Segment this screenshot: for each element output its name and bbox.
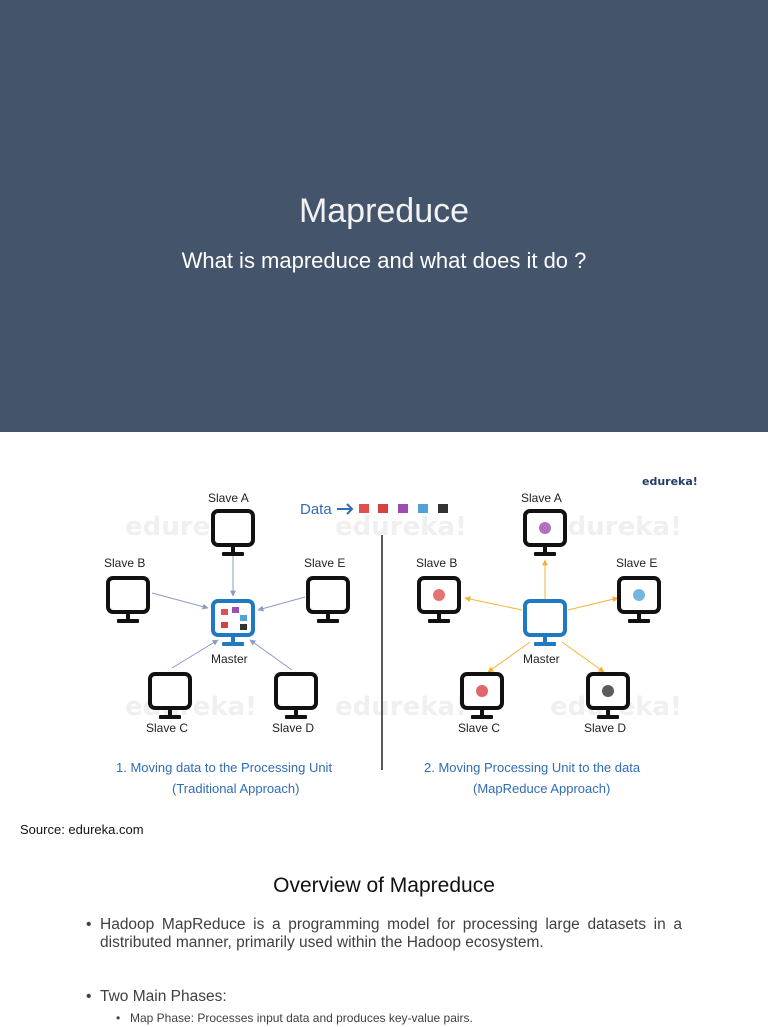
overview-title: Overview of Mapreduce [273, 874, 495, 897]
slide-title: Mapreduce [298, 192, 470, 230]
left-caption-line1: 1. Moving data to the Processing Unit [116, 760, 332, 775]
slave-c-label: Slave C [458, 721, 500, 735]
left-caption-line2: (Traditional Approach) [172, 781, 299, 796]
right-caption-line2: (MapReduce Approach) [473, 781, 610, 796]
master-monitor-icon [523, 599, 567, 648]
slave-d-label: Slave D [584, 721, 626, 735]
slave-processing-icons [433, 522, 645, 697]
slave-b-monitor-icon [106, 576, 150, 625]
sub-bullet-map-phase: Map Phase: Processes input data and prod… [86, 1009, 682, 1027]
slave-d-monitor-icon [274, 672, 318, 721]
slide-subtitle: What is mapreduce and what does it do ? [181, 248, 587, 273]
slave-c-label: Slave C [146, 721, 188, 735]
master-label: Master [523, 652, 560, 666]
source-credit: Source: edureka.com [20, 822, 144, 837]
watermark: edureka! [335, 512, 467, 542]
slave-b-label: Slave B [416, 556, 457, 570]
diagram-svg: edureka! edureka! edureka! edureka! edur… [104, 475, 698, 796]
data-label: Data [300, 501, 332, 518]
title-slide: Mapreduce What is mapreduce and what doe… [0, 0, 768, 432]
overview-bullets: Hadoop MapReduce is a programming model … [86, 916, 682, 1027]
slave-e-label: Slave E [304, 556, 345, 570]
data-packet-icons [359, 504, 448, 513]
brand-logo: edureka! [642, 475, 698, 488]
master-label: Master [211, 652, 248, 666]
slave-d-label: Slave D [272, 721, 314, 735]
watermark: edureka! [550, 512, 682, 542]
bullet-phases: Two Main Phases: [86, 988, 682, 1006]
slave-b-label: Slave B [104, 556, 145, 570]
watermark: edureka! [335, 692, 467, 722]
slave-e-monitor-icon [306, 576, 350, 625]
slave-a-label: Slave A [521, 491, 562, 505]
master-data-packets [221, 607, 247, 630]
mapreduce-diagram: edureka! edureka! edureka! edureka! edur… [80, 460, 700, 805]
right-caption-line1: 2. Moving Processing Unit to the data [424, 760, 641, 775]
slave-e-label: Slave E [616, 556, 657, 570]
slave-a-label: Slave A [208, 491, 249, 505]
slave-a-monitor-icon [211, 509, 255, 558]
bullet-definition: Hadoop MapReduce is a programming model … [86, 916, 682, 952]
